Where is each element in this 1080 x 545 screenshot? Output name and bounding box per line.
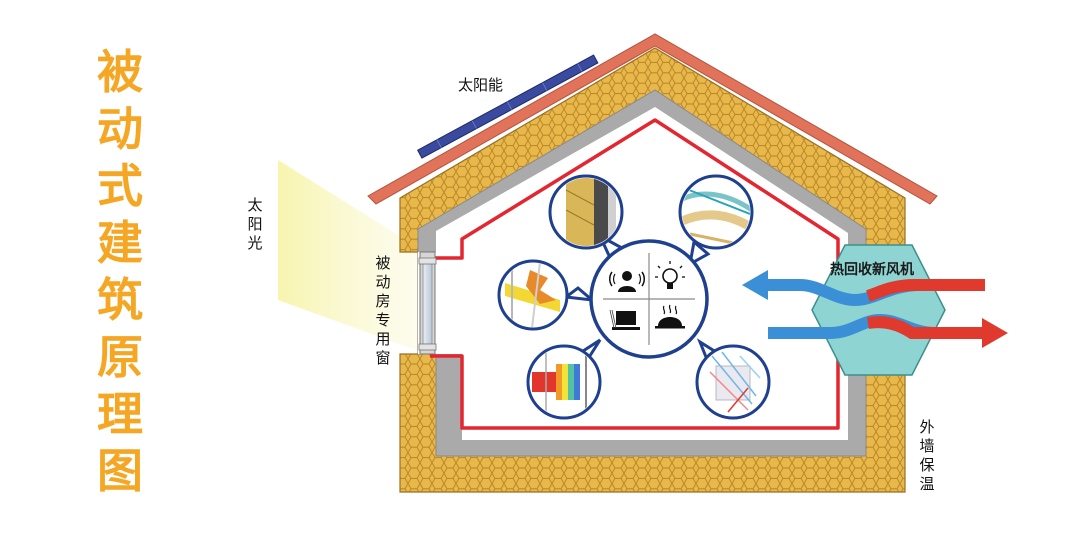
- airtight-layer-line: [430, 118, 840, 430]
- wall-section-icon: [552, 178, 620, 246]
- diagram-title: 被动式建筑原理图: [92, 44, 148, 500]
- intake-arrow-head: [742, 270, 768, 300]
- wall-insulation-label: 外墙保温: [919, 418, 935, 493]
- title-char: 建: [97, 216, 143, 270]
- fresh-air-duct: [742, 270, 985, 307]
- insulation-detail-callout: [526, 344, 602, 420]
- computer-icon: [609, 309, 640, 330]
- erv-label: 热回收新风机: [830, 262, 914, 278]
- ventilation-callout: [695, 344, 771, 420]
- ventilation-airflow-icon: [709, 351, 761, 413]
- window-label: 被动房专用窗: [375, 254, 391, 367]
- title-char: 动: [97, 102, 143, 156]
- title-char: 图: [97, 444, 143, 498]
- solar-panel: [416, 54, 599, 159]
- sunlight-beam: [278, 160, 430, 355]
- title-char: 筑: [97, 273, 143, 327]
- thermal-bridge-callout: [678, 174, 754, 250]
- title-char: 被: [97, 45, 143, 99]
- insulation-diagram-icon: [532, 350, 587, 414]
- center-comfort-circle: [589, 239, 709, 359]
- person-speaking-icon: [609, 271, 645, 292]
- airtight-layer-callout: [497, 259, 569, 331]
- title-char: 式: [97, 159, 143, 213]
- erv-unit: [811, 244, 946, 376]
- light-bulb-icon: [655, 261, 685, 289]
- passive-window: [418, 251, 437, 355]
- exhaust-arrow-head: [982, 318, 1008, 348]
- sunlight-label: 太阳光: [247, 196, 263, 252]
- exhaust-air-duct: [768, 313, 1008, 348]
- title-char: 原: [97, 330, 143, 384]
- airtight-layer-icon: [505, 263, 560, 327]
- wall-section-callout: [548, 174, 624, 250]
- roof-tiles: [367, 33, 938, 205]
- solar-panel-label: 太阳能: [458, 76, 504, 94]
- title-char: 理: [97, 387, 143, 441]
- cooking-icon: [655, 304, 685, 329]
